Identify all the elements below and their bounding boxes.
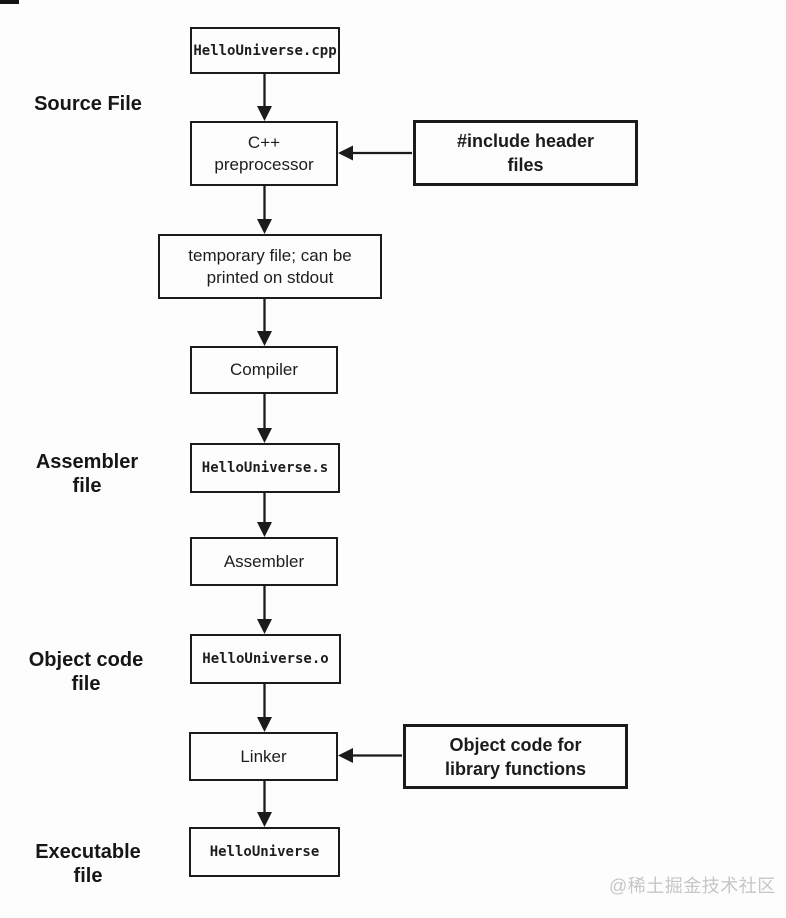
node-preprocessor: C++ preprocessor <box>190 121 338 186</box>
node-assembly-file: HelloUniverse.s <box>190 443 340 493</box>
arrow-preprocessor-to-tempfile <box>257 186 272 234</box>
stage-label-assembler-file: Assembler file <box>35 451 139 497</box>
crop-artifact <box>0 0 19 4</box>
arrow-compiler-to-assemblyfile <box>257 394 272 443</box>
arrow-source-to-preprocessor <box>257 74 272 121</box>
node-object-file: HelloUniverse.o <box>190 634 341 684</box>
node-executable-file: HelloUniverse <box>189 827 340 877</box>
node-source-file: HelloUniverse.cpp <box>190 27 340 74</box>
node-temporary-file: temporary file; can be printed on stdout <box>158 234 382 299</box>
watermark: @稀土掘金技术社区 <box>609 876 776 896</box>
node-library-object-code: Object code for library functions <box>403 724 628 789</box>
arrow-assemblyfile-to-assembler <box>257 493 272 537</box>
arrow-linker-to-executable <box>257 781 272 827</box>
node-include-header-files: #include header files <box>413 120 638 186</box>
arrow-tempfile-to-compiler <box>257 299 272 346</box>
stage-label-executable-file: Executable file <box>35 841 141 887</box>
node-compiler: Compiler <box>190 346 338 394</box>
arrow-headers-to-preprocessor <box>338 145 412 161</box>
node-assembler: Assembler <box>190 537 338 586</box>
arrow-objectfile-to-linker <box>257 684 272 732</box>
arrow-assembler-to-objectfile <box>257 586 272 634</box>
arrow-libraries-to-linker <box>338 748 402 763</box>
stage-label-object-code-file: Object code file <box>28 649 144 695</box>
stage-label-source-file: Source File <box>34 93 142 115</box>
node-linker: Linker <box>189 732 338 781</box>
